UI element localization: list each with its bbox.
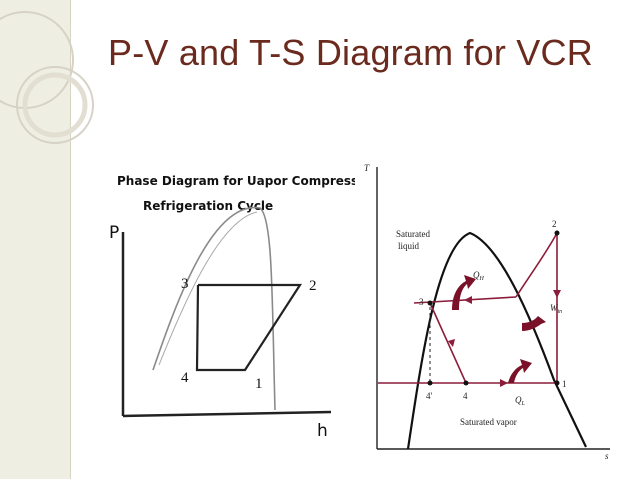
ph-saturation-dome-inner: [158, 211, 258, 366]
ts-point-4p-dot: [427, 380, 433, 386]
ph-saturation-dome: [152, 206, 276, 411]
ts-x-axis-label: s: [605, 451, 609, 460]
ph-point-4: 4: [181, 370, 189, 386]
ts-point-4-dot: [463, 380, 469, 386]
ts-qh-label: QH: [473, 270, 485, 282]
ts-point-4p-label: 4': [426, 391, 433, 401]
ph-point-2: 2: [309, 278, 317, 294]
ts-ql-arrow: [508, 359, 532, 383]
ts-qh-arrow: [452, 275, 476, 310]
ts-diagram: T s Saturated liquid Satur: [360, 155, 615, 460]
ph-point-1: 1: [255, 376, 263, 392]
slide-side-band-border: [70, 0, 71, 479]
ts-arrow-down: [553, 290, 561, 298]
decorative-circles: [0, 11, 94, 144]
ts-cycle: [378, 232, 558, 384]
ph-cycle-lines: [195, 283, 303, 372]
ts-point-1-label: 1: [562, 379, 567, 389]
ts-point-4-label: 4: [463, 391, 468, 401]
ph-diagram-title-line2: Refrigeration Cycle: [143, 199, 273, 213]
ts-ql-label: QL: [515, 395, 526, 407]
ts-y-axis-label: T: [364, 163, 370, 173]
ph-y-axis-label: P: [109, 223, 119, 243]
ts-point-3-dot: [427, 300, 433, 306]
ph-point-3: 3: [181, 276, 189, 292]
ts-point-3-label: 3: [419, 297, 424, 307]
ph-x-axis-label: h: [317, 421, 328, 440]
ts-saturated-vapor-label: Saturated vapor: [460, 417, 517, 427]
ts-point-2-label: 2: [552, 219, 557, 229]
ts-arrow-diag: [448, 339, 455, 347]
ts-saturated-liquid-label-line2: liquid: [398, 241, 420, 251]
slide-title: P-V and T-S Diagram for VCR: [108, 32, 593, 73]
ph-diagram-title-line1: Phase Diagram for Uapor Compression: [117, 174, 355, 188]
ts-arrow-left: [464, 296, 472, 304]
ts-win-label: Win: [550, 303, 562, 315]
ts-saturated-liquid-label-line1: Saturated: [396, 229, 430, 239]
ts-point-1-dot: [554, 380, 560, 386]
ts-point-2-dot: [554, 230, 560, 236]
ph-x-axis: [122, 410, 332, 418]
ph-diagram: Phase Diagram for Uapor Compression Refr…: [95, 160, 355, 440]
ts-win-arrow: [522, 316, 546, 331]
ts-arrow-right: [500, 379, 508, 387]
